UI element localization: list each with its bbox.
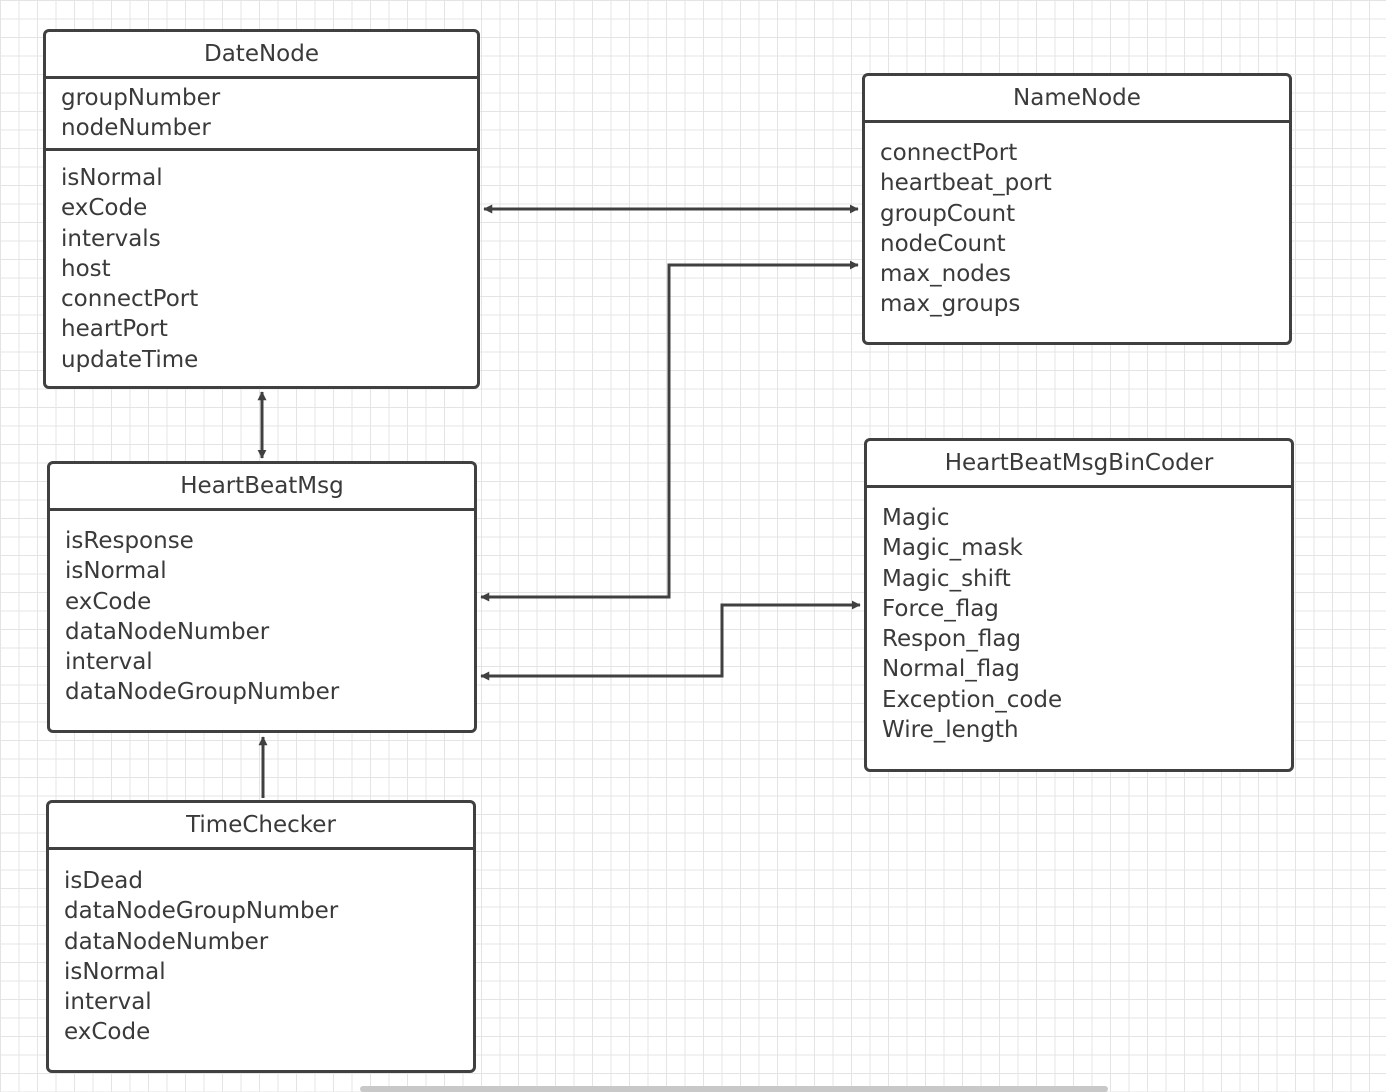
date-node-attribute: groupNumber bbox=[61, 85, 221, 111]
time-checker-field: isDead bbox=[64, 868, 143, 894]
class-title-heart-beat-msg: HeartBeatMsg bbox=[50, 464, 474, 511]
date-node-fields: isNormal exCode intervals host connectPo… bbox=[46, 151, 477, 381]
heart-beat-msg-field: dataNodeGroupNumber bbox=[65, 679, 340, 706]
class-title-name-node: NameNode bbox=[865, 76, 1289, 123]
heart-beat-msg-bin-coder-fields: Magic Magic_mask Magic_shift Force_flag … bbox=[867, 488, 1291, 751]
name-node-field: connectPort bbox=[880, 140, 1018, 166]
connector-heartbeatmsg-namenode[interactable] bbox=[480, 260, 859, 602]
heart-beat-msg-field: dataNodeNumber bbox=[65, 618, 270, 645]
heart-beat-msg-bin-coder-field: Respon_flag bbox=[882, 626, 1022, 653]
heart-beat-msg-bin-coder-field: Normal_flag bbox=[882, 656, 1020, 683]
class-heart-beat-msg-bin-coder[interactable]: HeartBeatMsgBinCoder Magic Magic_mask Ma… bbox=[864, 438, 1294, 772]
time-checker-field: isNormal bbox=[64, 958, 166, 985]
class-time-checker[interactable]: TimeChecker isDead dataNodeGroupNumber d… bbox=[46, 800, 476, 1073]
heart-beat-msg-fields: isResponse isNormal exCode dataNodeNumbe… bbox=[50, 511, 474, 714]
date-node-field: updateTime bbox=[61, 346, 199, 373]
date-node-field: connectPort bbox=[61, 286, 199, 313]
name-node-field: max_nodes bbox=[880, 261, 1011, 288]
class-date-node[interactable]: DateNode groupNumber nodeNumber isNormal… bbox=[43, 29, 480, 389]
date-node-attribute: nodeNumber bbox=[61, 115, 211, 142]
heart-beat-msg-bin-coder-field: Wire_length bbox=[882, 717, 1019, 744]
heart-beat-msg-bin-coder-field: Magic bbox=[882, 505, 950, 531]
heart-beat-msg-bin-coder-field: Magic_shift bbox=[882, 565, 1011, 592]
date-node-field: exCode bbox=[61, 195, 148, 222]
class-title-date-node: DateNode bbox=[46, 32, 477, 79]
name-node-field: groupCount bbox=[880, 200, 1016, 227]
time-checker-field: exCode bbox=[64, 1019, 151, 1046]
horizontal-scrollbar[interactable] bbox=[360, 1086, 1108, 1092]
heart-beat-msg-bin-coder-field: Magic_mask bbox=[882, 535, 1023, 562]
name-node-fields: connectPort heartbeat_port groupCount no… bbox=[865, 123, 1289, 326]
date-node-field: isNormal bbox=[61, 165, 163, 191]
date-node-field: heartPort bbox=[61, 316, 168, 343]
class-heart-beat-msg[interactable]: HeartBeatMsg isResponse isNormal exCode … bbox=[47, 461, 477, 733]
time-checker-field: dataNodeGroupNumber bbox=[64, 898, 339, 925]
name-node-field: nodeCount bbox=[880, 230, 1006, 257]
heart-beat-msg-bin-coder-field: Force_flag bbox=[882, 595, 999, 622]
heart-beat-msg-field: exCode bbox=[65, 588, 152, 615]
heart-beat-msg-field: isNormal bbox=[65, 558, 167, 585]
class-title-heart-beat-msg-bin-coder: HeartBeatMsgBinCoder bbox=[867, 441, 1291, 488]
name-node-field: heartbeat_port bbox=[880, 170, 1052, 197]
connector-heartbeatmsg-bincoder[interactable] bbox=[480, 600, 861, 681]
time-checker-fields: isDead dataNodeGroupNumber dataNodeNumbe… bbox=[49, 850, 473, 1054]
class-title-time-checker: TimeChecker bbox=[49, 803, 473, 850]
heart-beat-msg-bin-coder-field: Exception_code bbox=[882, 686, 1063, 713]
date-node-field: intervals bbox=[61, 225, 161, 252]
name-node-field: max_groups bbox=[880, 291, 1021, 318]
heart-beat-msg-field: isResponse bbox=[65, 528, 194, 554]
date-node-field: host bbox=[61, 255, 111, 282]
time-checker-field: interval bbox=[64, 989, 152, 1016]
time-checker-field: dataNodeNumber bbox=[64, 928, 269, 955]
date-node-attributes: groupNumber nodeNumber bbox=[46, 79, 477, 151]
heart-beat-msg-field: interval bbox=[65, 649, 153, 676]
class-name-node[interactable]: NameNode connectPort heartbeat_port grou… bbox=[862, 73, 1292, 345]
